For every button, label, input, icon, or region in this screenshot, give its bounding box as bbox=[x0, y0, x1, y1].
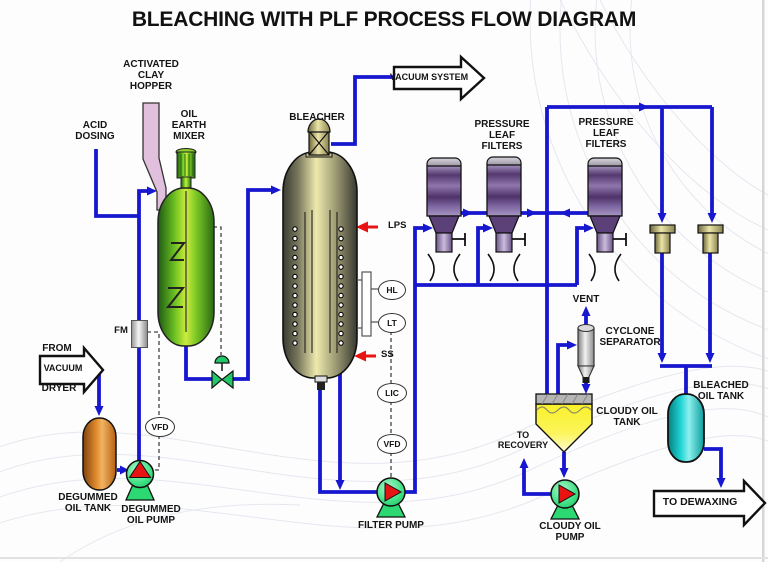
page-edge-bottom bbox=[0, 557, 768, 559]
agitator-icon bbox=[165, 287, 186, 308]
signal-lines bbox=[147, 226, 392, 477]
level-gauge bbox=[357, 271, 378, 337]
bleached-oil-tank-vessel bbox=[667, 393, 705, 463]
discharge-funnel bbox=[588, 253, 622, 282]
bottom-nozzle bbox=[314, 375, 328, 383]
pipe-arrowheads bbox=[94, 102, 726, 490]
clay-hopper-shape bbox=[142, 102, 167, 211]
ss-arrow bbox=[354, 350, 376, 362]
agitator-icon bbox=[168, 242, 187, 261]
vacuum-system-arrow bbox=[392, 54, 486, 102]
hl-indicator: HL bbox=[378, 280, 406, 300]
valve-stem-icon bbox=[613, 233, 627, 246]
polish-filter-1 bbox=[649, 224, 676, 254]
pressure-leaf-filter-1 bbox=[426, 157, 466, 282]
oil-earth-mixer-vessel bbox=[157, 148, 215, 347]
valve-stem-icon bbox=[512, 233, 526, 246]
page-edge-right bbox=[762, 0, 765, 562]
cloudy-oil-tank-vessel bbox=[535, 393, 593, 453]
pressure-leaf-filter-2 bbox=[486, 156, 526, 282]
lps-arrow bbox=[356, 221, 378, 233]
discharge-funnel bbox=[487, 253, 521, 282]
bleacher-vessel bbox=[282, 118, 358, 390]
cloudy-oil-pump-symbol bbox=[549, 479, 581, 520]
polish-filter-2 bbox=[697, 224, 724, 254]
to-dewaxing-arrow bbox=[652, 478, 767, 528]
from-vacuum-dryer-arrow bbox=[38, 344, 105, 396]
mixer-motor bbox=[176, 151, 196, 179]
degummed-oil-pump-symbol bbox=[124, 459, 156, 501]
control-valve bbox=[211, 355, 234, 390]
lic-indicator: LIC bbox=[377, 383, 407, 403]
degummed-oil-tank-vessel bbox=[82, 417, 117, 491]
valve-stem-icon bbox=[452, 233, 466, 246]
lt-indicator: LT bbox=[378, 313, 406, 333]
cyclone-separator-vessel bbox=[577, 323, 595, 383]
filter-pump-symbol bbox=[375, 477, 407, 518]
pressure-leaf-filter-3 bbox=[587, 157, 627, 282]
vfd-degummed-pump-indicator: VFD bbox=[145, 417, 175, 437]
flow-meter bbox=[131, 320, 148, 348]
discharge-funnel bbox=[427, 253, 461, 282]
vfd-filter-pump-indicator: VFD bbox=[377, 434, 407, 454]
